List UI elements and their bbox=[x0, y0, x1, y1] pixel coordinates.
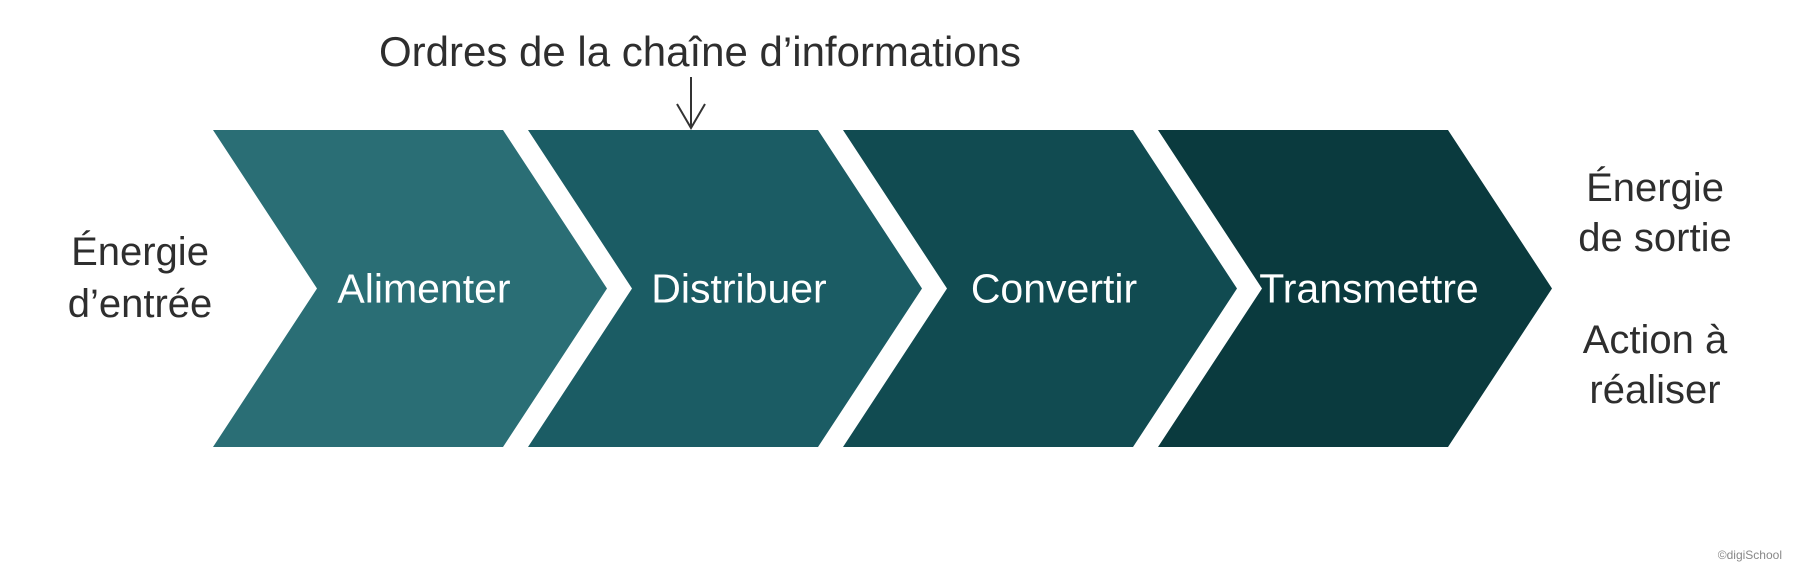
command-orders-label: Ordres de la chaîne d’informations bbox=[379, 28, 1021, 75]
chevron-label-distribuer: Distribuer bbox=[651, 266, 826, 312]
chevron-transmettre bbox=[1158, 130, 1552, 447]
output-energy-line-1: Énergie bbox=[1586, 166, 1724, 210]
chevron-convertir bbox=[843, 130, 1237, 447]
credit-text: ©digiSchool bbox=[1717, 548, 1782, 562]
input-energy-label: Énergie d’entrée bbox=[40, 226, 240, 330]
action-line-2: réaliser bbox=[1589, 368, 1721, 412]
chevron-label-transmettre: Transmettre bbox=[1259, 266, 1478, 312]
input-energy-line-1: Énergie bbox=[71, 230, 209, 274]
chevron-label-convertir: Convertir bbox=[971, 266, 1137, 312]
chevron-distribuer bbox=[528, 130, 922, 447]
chevron-alimenter bbox=[213, 130, 607, 447]
chevron-label-alimenter: Alimenter bbox=[337, 266, 510, 312]
action-line-1: Action à bbox=[1582, 318, 1728, 362]
output-label-group: Énergie de sortie Action à réaliser bbox=[1540, 163, 1770, 415]
down-arrow-icon bbox=[676, 77, 706, 130]
output-energy-line-2: de sortie bbox=[1578, 216, 1732, 260]
chevron-group: Alimenter Distribuer Convertir Transmettre bbox=[213, 130, 1552, 447]
input-energy-line-2: d’entrée bbox=[67, 282, 213, 326]
